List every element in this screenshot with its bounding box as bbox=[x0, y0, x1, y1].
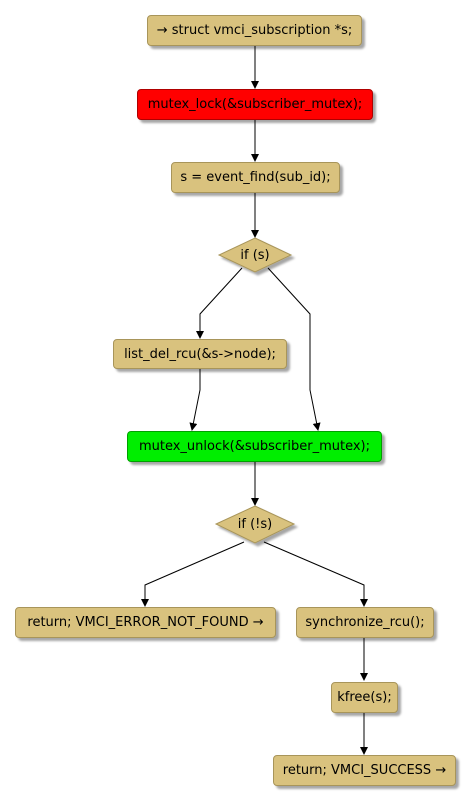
decision-if-not-s-shape bbox=[214, 505, 296, 544]
node-mutex-unlock: mutex_unlock(&subscriber_mutex); bbox=[127, 431, 382, 462]
node-return-success: return; VMCI_SUCCESS → bbox=[273, 755, 456, 786]
edge-if-s-to-list-del bbox=[196, 267, 243, 339]
node-synchronize-rcu: synchronize_rcu(); bbox=[296, 607, 434, 638]
node-kfree: kfree(s); bbox=[331, 682, 398, 713]
node-return-not-found: return; VMCI_ERROR_NOT_FOUND → bbox=[15, 607, 276, 638]
node-list-del-rcu: list_del_rcu(&s->node); bbox=[113, 339, 287, 369]
node-declare-subscription: → struct vmci_subscription *s; bbox=[147, 15, 362, 46]
node-mutex-lock: mutex_lock(&subscriber_mutex); bbox=[137, 89, 373, 120]
edge-if-not-s-to-not-found bbox=[141, 541, 245, 607]
edge-if-not-s-to-synchronize bbox=[263, 541, 368, 607]
edge-if-s-to-unlock-bypass bbox=[267, 267, 321, 431]
edge-list-del-to-unlock bbox=[189, 368, 201, 431]
node-event-find: s = event_find(sub_id); bbox=[171, 162, 340, 193]
decision-if-s-shape bbox=[217, 237, 293, 273]
